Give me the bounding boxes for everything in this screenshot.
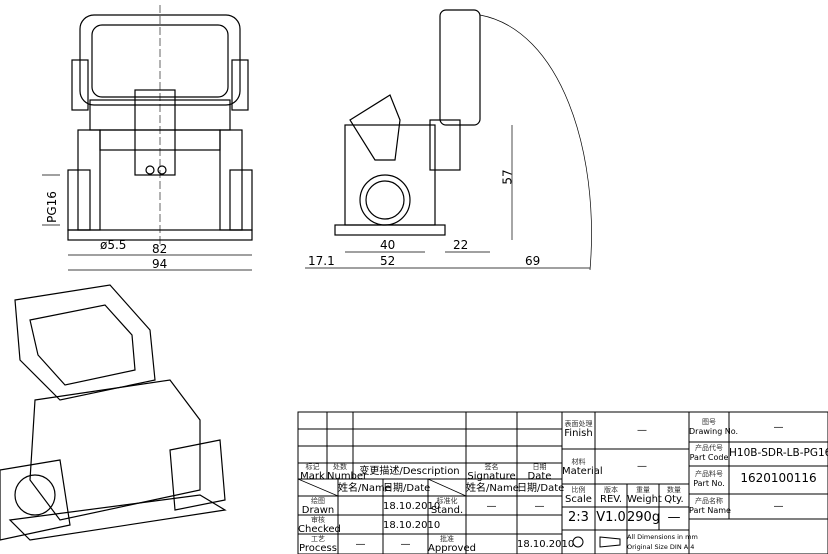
isometric-view — [0, 284, 227, 541]
stand-signature: — — [486, 501, 497, 512]
date-header-2: 日期/Date — [517, 483, 565, 494]
front-view — [42, 5, 253, 271]
stand-date: — — [534, 501, 545, 512]
dim-hole: ø5.5 — [100, 238, 127, 252]
title-block-grid — [297, 411, 828, 554]
part-no-value: 1620100116 — [740, 471, 817, 485]
approved-date: 18.10.2010 — [517, 539, 575, 550]
side-view — [305, 9, 592, 271]
material-value: — — [637, 461, 647, 472]
dim-17: 17.1 — [308, 254, 335, 268]
description-label: 变更描述/Description — [359, 466, 460, 477]
weight-value: 290g — [627, 510, 661, 525]
dim-57: 57 — [500, 169, 515, 185]
dim-22: 22 — [453, 238, 469, 252]
process-name: — — [355, 539, 366, 550]
date-header: 日期/Date — [383, 483, 431, 494]
drawn-date: 18.10.2010 — [383, 501, 441, 512]
dim-94: 94 — [152, 257, 168, 271]
name-header-2: 姓名/Name — [466, 483, 519, 494]
dim-pg16: PG16 — [44, 191, 59, 223]
part-code-value: H10B-SDR-LB-PG16 — [729, 447, 828, 459]
finish-value: — — [637, 425, 647, 436]
checked-date: 18.10.2010 — [383, 520, 441, 531]
dim-52: 52 — [380, 254, 396, 268]
name-header: 姓名/Name — [338, 483, 391, 494]
part-name-value: — — [773, 501, 784, 512]
rev-value: V1.0 — [596, 510, 626, 525]
dim-82: 82 — [152, 242, 168, 256]
drawing-no-value: — — [773, 422, 784, 433]
dim-40: 40 — [380, 238, 396, 252]
dim-69: 69 — [525, 254, 541, 268]
process-date: — — [400, 539, 411, 550]
scale-value: 2:3 — [568, 510, 589, 525]
projection-symbol-icon — [572, 536, 584, 548]
qty-value: — — [667, 510, 681, 525]
